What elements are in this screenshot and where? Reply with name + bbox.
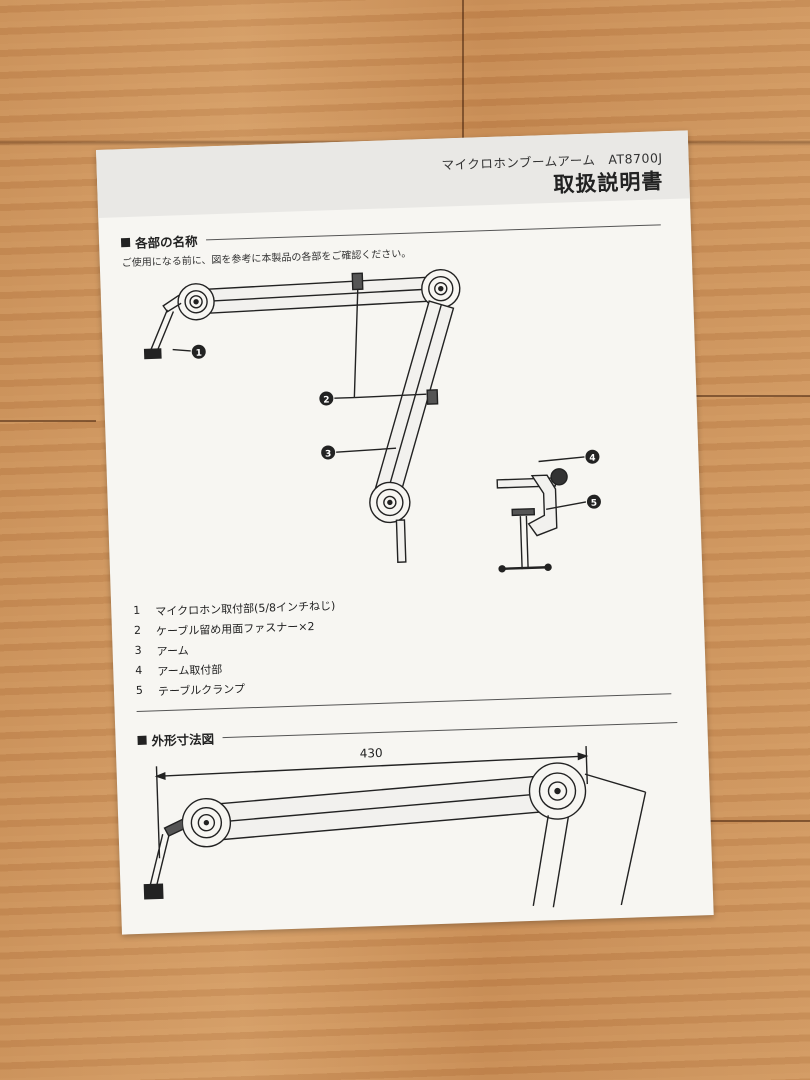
callout-3 [321, 445, 336, 460]
callout-2 [319, 391, 334, 406]
dimension-width-label: 430 [359, 746, 382, 761]
fastener-middle [426, 389, 439, 405]
svg-text:2: 2 [323, 395, 330, 405]
svg-text:5: 5 [591, 499, 598, 509]
fastener-top [351, 272, 364, 291]
parts-heading-text: 各部の名称 [134, 233, 198, 251]
svg-text:3: 3 [325, 449, 332, 459]
callout-5 [586, 494, 601, 509]
dimension-line [156, 755, 587, 778]
arm-pole [395, 519, 407, 563]
svg-text:4: 4 [589, 454, 596, 464]
callout-markers: 1 2 3 4 5 [191, 344, 601, 509]
table-seam [640, 395, 810, 397]
table-seam [462, 0, 464, 150]
callout-1 [191, 344, 206, 359]
heading-rule [205, 224, 661, 241]
clamp-knob [550, 468, 568, 486]
parts-diagram: 1 2 3 4 5 [143, 268, 601, 573]
dimension-diagram: 430 [143, 746, 647, 908]
table-seam [690, 820, 810, 822]
square-bullet-icon [120, 237, 131, 248]
document-title: 取扱説明書 [553, 169, 664, 197]
manual-page: マイクロホンブームアーム AT8700J 取扱説明書 各部の名称 ご使用になる前… [96, 130, 714, 935]
svg-text:1: 1 [196, 349, 203, 359]
callout-4 [585, 449, 600, 464]
mic-mount [162, 294, 182, 313]
square-bullet-icon [137, 735, 147, 745]
clamp-body [527, 474, 558, 537]
table-seam [0, 420, 96, 422]
